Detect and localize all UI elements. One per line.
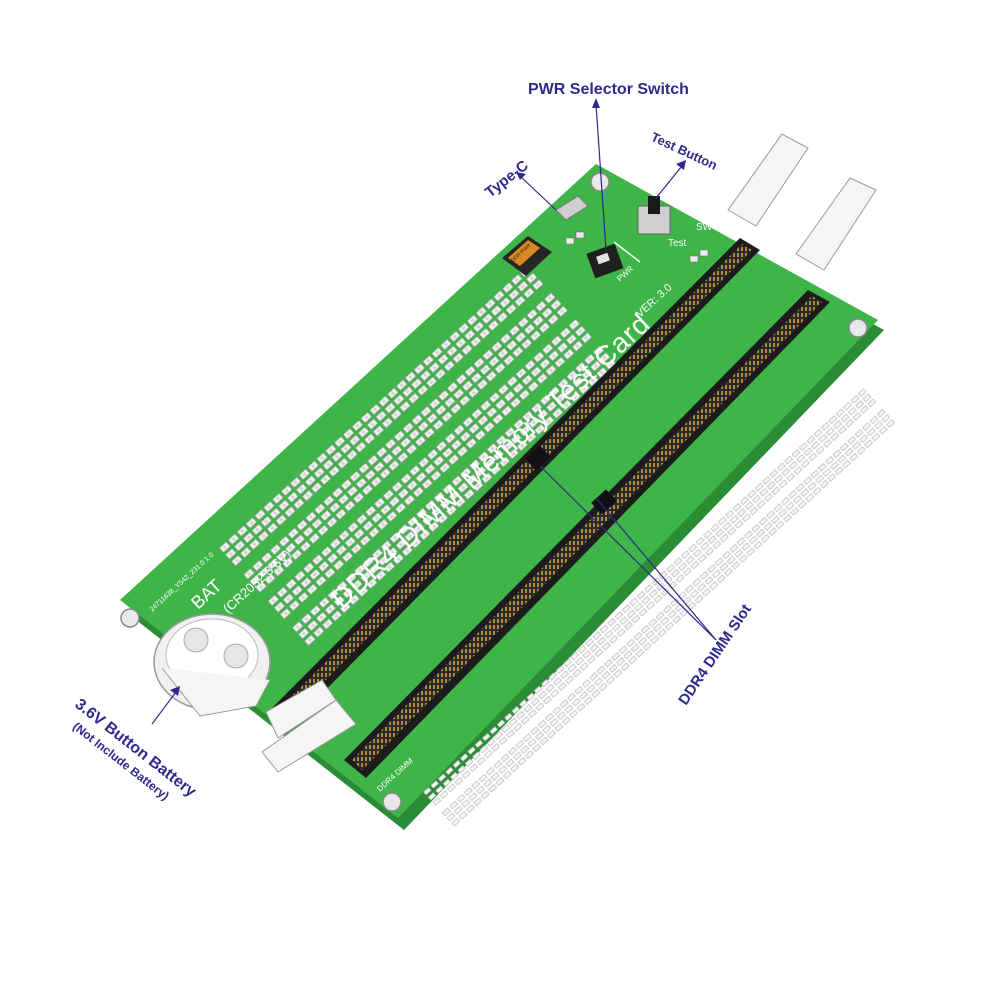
mount-hole-right <box>848 318 868 338</box>
slot-key-2 <box>591 489 617 515</box>
mount-hole-bottom <box>382 792 402 812</box>
callout-dimm-slot: DDR4 DIMM Slot <box>675 601 755 708</box>
dimm-slot-2 <box>344 290 830 778</box>
power-chip: DDR PWR <box>502 236 552 276</box>
mount-hole-left <box>120 608 140 628</box>
status-leds <box>565 231 709 263</box>
slot-key-1 <box>525 445 551 471</box>
battery-holder <box>153 613 271 717</box>
dimm-slot-1 <box>272 238 760 724</box>
callout-type-c: Type-C <box>482 157 532 201</box>
mount-hole-top <box>590 172 610 192</box>
test-label: Test <box>668 238 687 249</box>
callout-lines <box>151 98 717 725</box>
slot-latches <box>261 133 877 773</box>
test-button <box>637 196 671 235</box>
sw-label: SW <box>696 222 713 233</box>
pwr-selector-switch <box>586 241 641 279</box>
callout-battery-line1: 3.6V Button Battery <box>72 696 200 801</box>
led-indicator-array-right <box>421 386 898 829</box>
led-indicator-array <box>217 264 619 648</box>
pcb-board: DDR4 DIMM Memory Test Card VER: 3.0 BAT … <box>120 133 898 830</box>
type-c-port <box>555 195 589 221</box>
callout-pwr-selector: PWR Selector Switch <box>528 81 689 98</box>
